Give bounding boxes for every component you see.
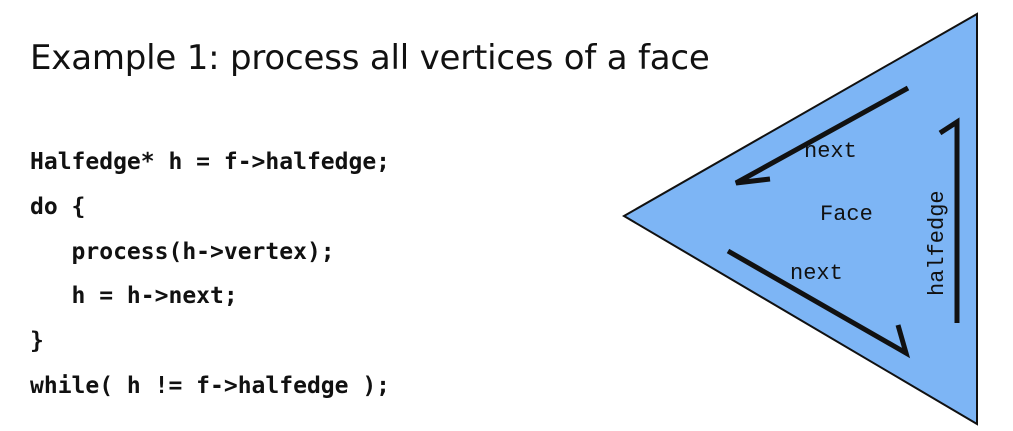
code-line: Halfedge* h = f->halfedge; bbox=[30, 149, 391, 175]
halfedge-label: halfedge bbox=[925, 190, 950, 296]
next-label-top: next bbox=[804, 139, 857, 164]
face-triangle bbox=[622, 12, 978, 426]
code-line: h = h->next; bbox=[30, 283, 238, 310]
slide-title: Example 1: process all vertices of a fac… bbox=[30, 38, 710, 78]
next-halfedge-arrow-top bbox=[734, 85, 910, 186]
next-halfedge-arrow-bottom bbox=[726, 248, 911, 359]
code-line: while( h != f->halfedge ); bbox=[30, 372, 391, 399]
code-line: } bbox=[30, 328, 44, 355]
code-line: process(h->vertex); bbox=[30, 238, 335, 265]
code-line: do { bbox=[30, 193, 86, 220]
halfedge-arrow-right bbox=[938, 117, 960, 323]
face-label: Face bbox=[820, 202, 873, 227]
next-label-bottom: next bbox=[790, 261, 843, 286]
code-block: Halfedge* h = f->halfedge; do { process(… bbox=[30, 140, 390, 409]
